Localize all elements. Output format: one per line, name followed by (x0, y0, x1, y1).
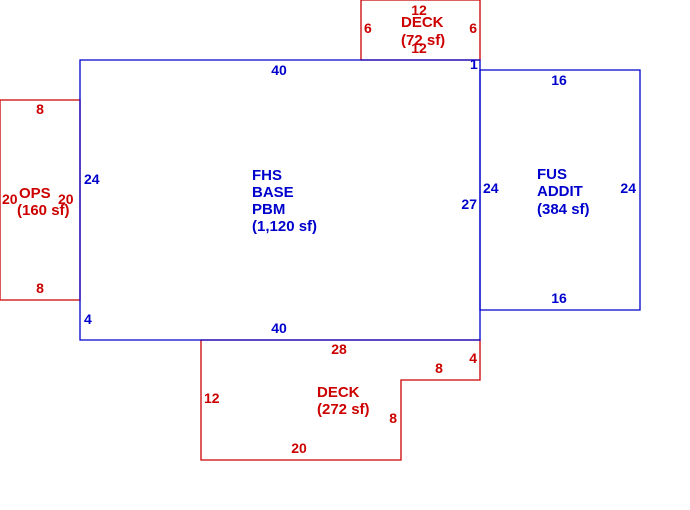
deck-top-dim-bottom: 12 (411, 40, 427, 56)
deck-bottom-dim-bottom: 20 (291, 440, 307, 456)
ops-label-line-1: OPS (19, 185, 51, 202)
base-outline (79, 59, 481, 341)
base-dim-corner-bottom-left: 4 (84, 311, 92, 327)
ops-dim-left: 20 (2, 191, 18, 207)
base-dim-left: 24 (84, 171, 100, 187)
deck-top-dim-top: 12 (411, 2, 427, 18)
deck-top-area-label: (72 sf) (401, 32, 445, 49)
base-label-line-1: FHS (252, 167, 282, 184)
deck-bottom-dim-step: 8 (435, 360, 443, 376)
base-dim-top: 40 (271, 62, 287, 78)
ops-area-label: (160 sf) (17, 202, 70, 219)
addition-dim-left: 24 (483, 180, 499, 196)
deck-top-label-line-1: DECK (401, 14, 444, 31)
deck-bottom-area-label: (272 sf) (317, 401, 370, 418)
deck-bottom-dim-left: 12 (204, 390, 220, 406)
base-dim-bottom: 40 (271, 320, 287, 336)
base-dim-corner-top-right: 1 (470, 56, 478, 72)
ops-dim-top: 8 (36, 101, 44, 117)
deck-top-dim-right: 6 (469, 20, 477, 36)
deck-bottom-dim-right-lower: 8 (389, 410, 397, 426)
addition-area-label: (384 sf) (537, 201, 590, 218)
base-label-line-2: BASE (252, 184, 294, 201)
addition-dim-top: 16 (551, 72, 567, 88)
ops-dim-bottom: 8 (36, 280, 44, 296)
base-label-line-3: PBM (252, 201, 285, 218)
base-dim-right: 27 (461, 196, 477, 212)
deck-bottom-label-line-1: DECK (317, 384, 360, 401)
addition-dim-bottom: 16 (551, 290, 567, 306)
deck-top-dim-left: 6 (364, 20, 372, 36)
addition-label-line-2: ADDIT (537, 183, 583, 200)
deck-bottom-dim-right-upper: 4 (469, 350, 477, 366)
ops-dim-right: 20 (58, 191, 74, 207)
addition-dim-right: 24 (620, 180, 636, 196)
deck-bottom-dim-top: 28 (331, 341, 347, 357)
base-area-label: (1,120 sf) (252, 218, 317, 235)
addition-label-line-1: FUS (537, 166, 567, 183)
